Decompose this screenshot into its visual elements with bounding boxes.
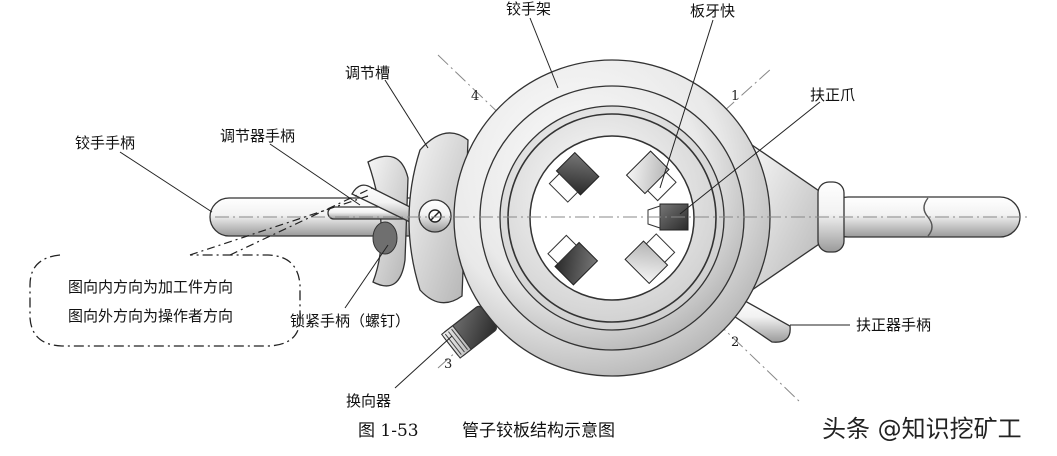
position-number-4: 4 [471, 89, 479, 104]
watermark: 头条 @知识挖矿工 [822, 415, 1022, 443]
label-adjust-slot: 调节槽 [345, 64, 390, 82]
rod-break-mark [923, 197, 933, 237]
position-number-2: 2 [731, 335, 739, 350]
wing-nut-hub [372, 221, 398, 255]
position-number-1: 1 [731, 89, 739, 104]
note-line-2: 图向外方向为操作者方向 [68, 307, 233, 325]
label-adjuster-handle: 调节器手柄 [220, 127, 295, 145]
die-block-top-left [548, 151, 600, 203]
label-lock-handle: 锁紧手柄（螺钉） [290, 312, 410, 330]
note-pointer-2 [229, 187, 373, 256]
note-callout-box [29, 254, 301, 347]
label-reverser: 换向器 [346, 392, 391, 410]
lock-screw-slot [430, 211, 440, 221]
die-block-bottom-right [624, 233, 676, 285]
reverser-knob [440, 305, 498, 359]
position-number-3: 3 [444, 357, 452, 372]
leader-reverser [394, 335, 453, 389]
leader-adjuster-handle [269, 143, 361, 206]
die-block-bottom-left [547, 234, 599, 286]
leader-die-handle [119, 151, 213, 213]
die-holder-groove [507, 113, 717, 323]
leader-die-stock [529, 17, 559, 89]
note-line-1: 图向内方向为加工件方向 [68, 278, 233, 296]
figure-title: 管子铰板结构示意图 [462, 421, 615, 441]
label-centering-jaw: 扶正爪 [810, 86, 855, 104]
leader-die-block [659, 19, 714, 189]
label-die-block: 板牙快 [690, 2, 735, 20]
figure-number: 图 1-53 [358, 421, 419, 441]
label-die-handle: 铰手手柄 [75, 134, 135, 152]
leader-centering-jaw [679, 101, 821, 215]
leader-adjust-slot [384, 79, 429, 149]
centering-handle-rod [727, 295, 791, 343]
note-pointer-1 [189, 195, 369, 256]
label-die-stock: 铰手架 [506, 0, 551, 18]
leader-lock-handle [344, 244, 389, 309]
die-block-top-right [625, 150, 677, 202]
label-centering-handle: 扶正器手柄 [856, 316, 931, 334]
